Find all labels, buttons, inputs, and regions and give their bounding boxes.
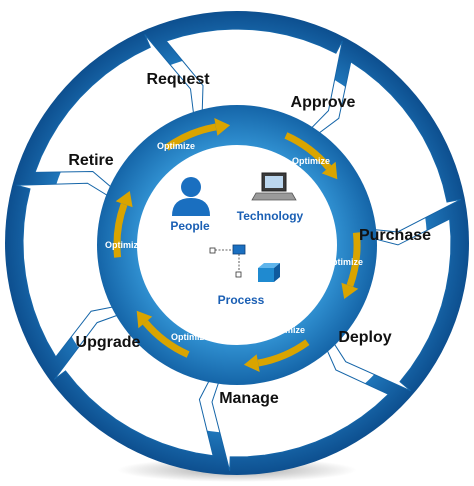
- optimize-arrow-head: [321, 161, 338, 180]
- optimize-arrow-head: [214, 118, 231, 136]
- optimize-arrow-shaft: [257, 339, 310, 367]
- people-label: People: [170, 219, 210, 233]
- optimize-arrow-shaft: [284, 132, 332, 170]
- process-label: Process: [218, 293, 265, 307]
- stage-label-retire: Retire: [68, 152, 113, 169]
- stage-label-manage: Manage: [219, 390, 279, 407]
- laptop-icon: [251, 172, 297, 201]
- stage-label-request: Request: [146, 71, 210, 88]
- optimize-arrow-shaft: [346, 232, 361, 287]
- optimize-arrow-head: [341, 282, 359, 299]
- optimize-arrows: [113, 118, 361, 372]
- optimize-label-top-left: Optimize: [157, 141, 195, 151]
- stage-label-approve: Approve: [291, 94, 356, 111]
- stage-label-purchase: Purchase: [359, 227, 431, 244]
- optimize-arrow-shaft: [113, 203, 128, 258]
- optimize-arrow-head: [136, 310, 153, 329]
- people-icon: [172, 177, 210, 216]
- optimize-label-bottom-left: Optimize: [171, 332, 209, 342]
- optimize-arrow-head: [115, 191, 133, 208]
- stage-label-upgrade: Upgrade: [76, 334, 141, 351]
- stage-label-deploy: Deploy: [338, 329, 391, 346]
- optimize-label-right: Optimize: [325, 257, 363, 267]
- optimize-arrow-shaft: [142, 320, 190, 358]
- optimize-label-top-right: Optimize: [292, 156, 330, 166]
- optimize-arrow-head: [243, 354, 260, 372]
- optimize-arrow-shaft: [164, 123, 217, 151]
- technology-label: Technology: [237, 209, 304, 223]
- optimize-label-bottom-right: Optimize: [267, 325, 305, 335]
- optimize-label-left: Optimize: [105, 240, 143, 250]
- process-icon: [209, 244, 280, 282]
